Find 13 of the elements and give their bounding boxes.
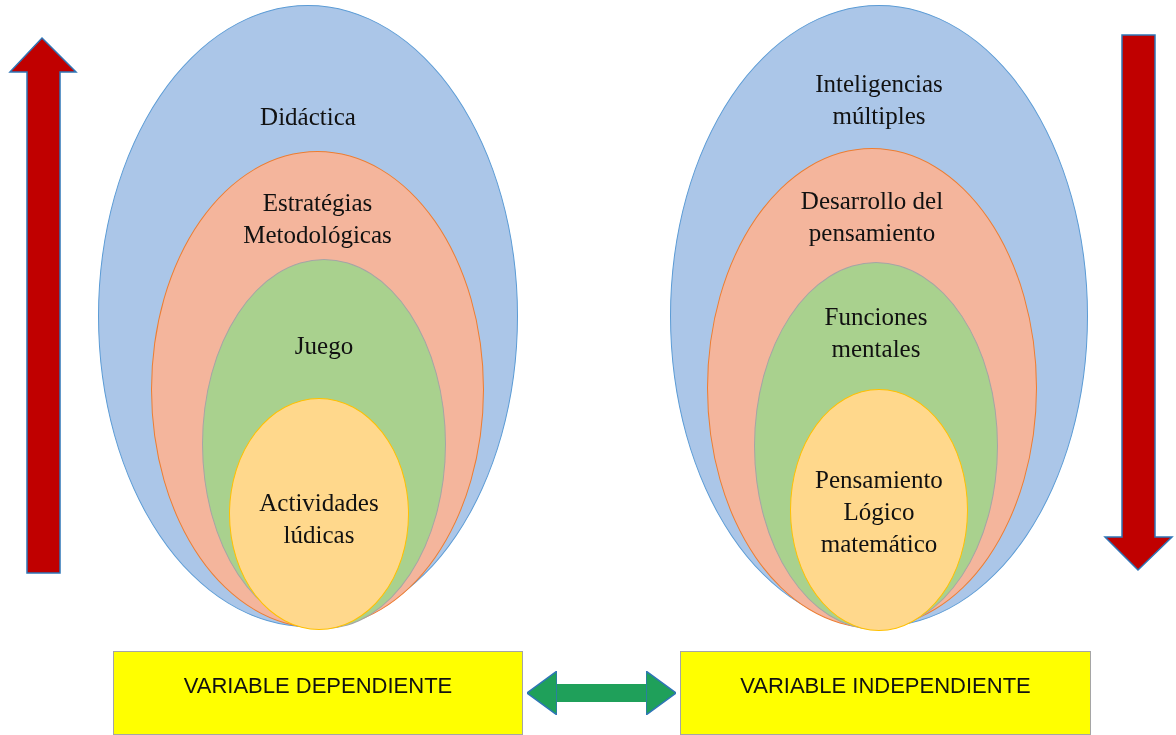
ellipse-label: Juego bbox=[293, 331, 355, 361]
variable-label: VARIABLE INDEPENDIENTE bbox=[739, 672, 1032, 700]
ellipse-label: Pensamiento Lógico matemático bbox=[814, 465, 944, 559]
variable-box bbox=[680, 651, 1091, 735]
ellipse-label: Desarrollo del pensamiento bbox=[799, 186, 945, 248]
ellipse-label: Actividades lúdicas bbox=[258, 488, 380, 550]
ellipse-label: Funciones mentales bbox=[823, 302, 929, 364]
variable-box bbox=[113, 651, 523, 735]
double-arrow bbox=[526, 670, 677, 716]
ellipse-label: Inteligencias múltiples bbox=[814, 69, 944, 131]
ellipse-label: Estratégias Metodológicas bbox=[242, 188, 393, 250]
variable-label: VARIABLE DEPENDIENTE bbox=[182, 672, 454, 700]
ellipse-label: Didáctica bbox=[259, 102, 357, 132]
